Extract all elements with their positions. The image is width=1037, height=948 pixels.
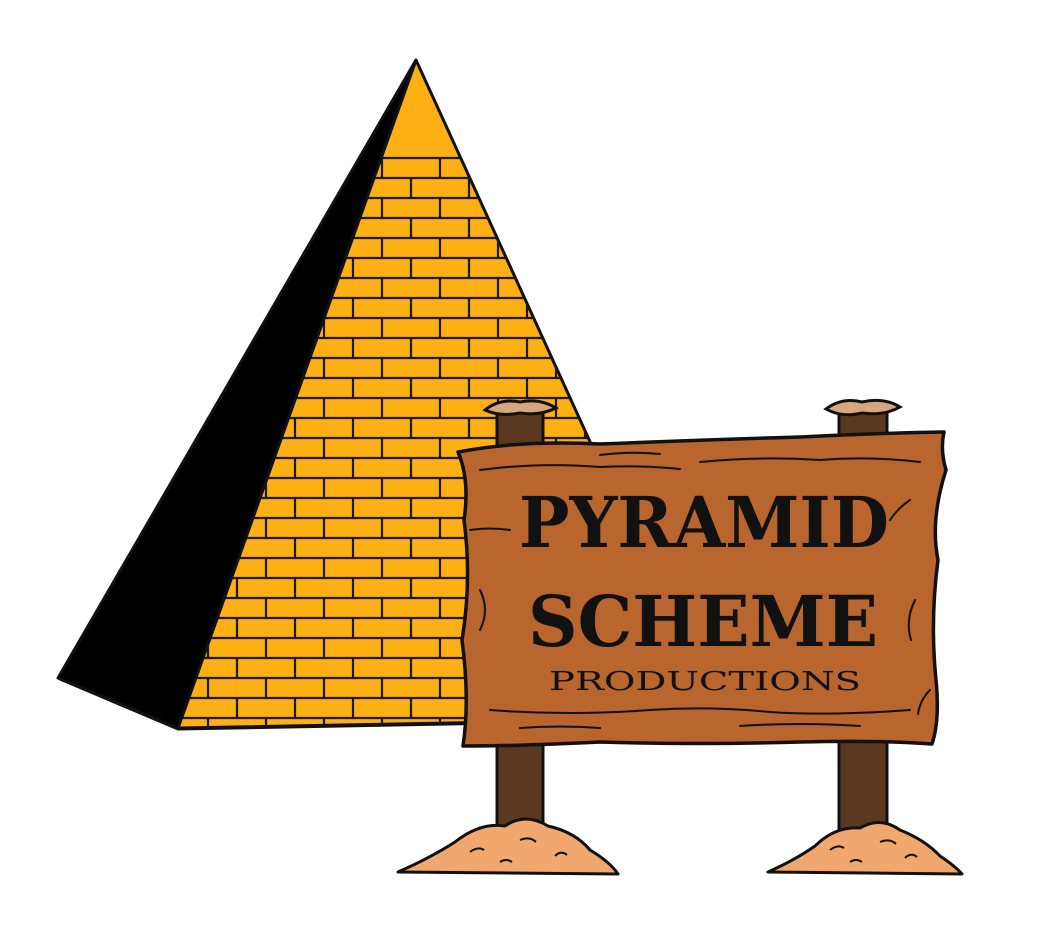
logo-line-pyramid: PYRAMID [519,481,889,564]
logo-line-productions: PRODUCTIONS [549,667,861,697]
logo-line-scheme: SCHEME [528,580,878,663]
right-sand-mound [766,821,964,876]
left-sand-mound [396,817,620,876]
sand-mounds [396,817,964,876]
sign-board: PYRAMID SCHEME PRODUCTIONS [456,430,948,748]
